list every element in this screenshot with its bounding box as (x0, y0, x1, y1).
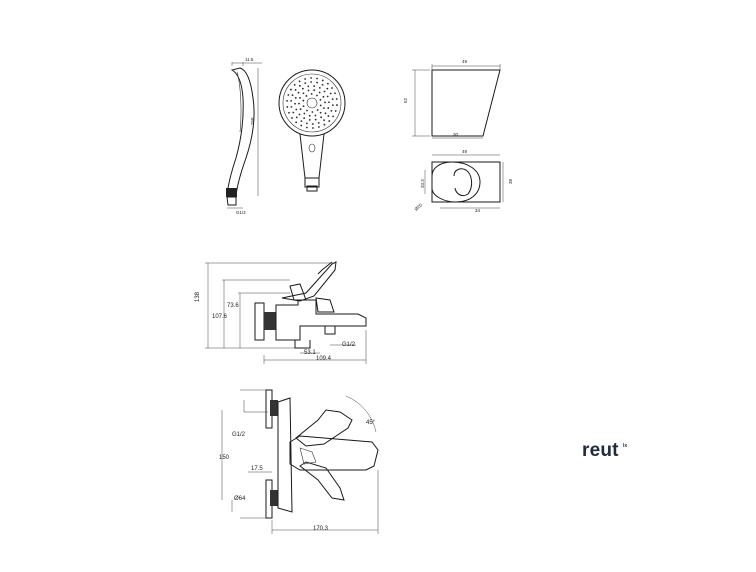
brand-logo: reut lx (582, 440, 627, 466)
dim-holder-width: 49 (462, 59, 468, 64)
holder-front-view: 49 52 30 (403, 59, 501, 139)
dim-holder-base: 30 (453, 132, 459, 137)
dim-holder-top-width: 49 (462, 149, 468, 154)
dim-mixer-outlet-height: 73.6 (227, 303, 239, 309)
dim-holder-top-height: 38 (508, 178, 513, 184)
dim-mixer-overall-height: 138 (195, 291, 201, 302)
dim-mixer-outlet-offset: 53.1 (304, 350, 316, 356)
dim-mixer-spacing: 150 (219, 455, 230, 461)
dim-handshower-thread: G1/2 (236, 210, 246, 215)
dim-mixer-thread: G1/2 (342, 342, 356, 348)
handshower-side-view: 11.5 258 G1/2 (226, 57, 262, 215)
mixer-top-view: G1/2 150 17.5 Ø64 170.3 45° (219, 389, 379, 534)
dim-mixer-angle: 45° (366, 420, 376, 426)
shower-head-icon (286, 77, 338, 129)
handshower-front-view (278, 69, 346, 192)
dim-mixer-top-thread: G1/2 (232, 432, 246, 438)
dim-mixer-top-length: 170.3 (313, 526, 329, 532)
dim-mixer-flange: Ø64 (234, 496, 246, 502)
dim-holder-inner: 33.3 (420, 179, 425, 188)
dim-handshower-length: 258 (250, 117, 255, 125)
mixer-side-view: 138 107.6 73.6 53.1 G1/2 109.4 (195, 261, 367, 364)
brand-wordmark: reut (582, 440, 619, 461)
dim-mixer-length: 109.4 (316, 356, 332, 362)
dim-holder-top-base: 34 (475, 208, 481, 213)
dim-holder-height: 52 (403, 97, 408, 103)
holder-top-view: 49 38 33.3 34 Ø20 (413, 149, 513, 213)
dim-holder-hole: Ø20 (413, 202, 423, 212)
brand-mark: lx (623, 443, 628, 449)
dim-handshower-top: 11.5 (245, 57, 254, 62)
dim-mixer-body-height: 107.6 (212, 314, 228, 320)
dim-mixer-eccentric: 17.5 (251, 466, 263, 472)
